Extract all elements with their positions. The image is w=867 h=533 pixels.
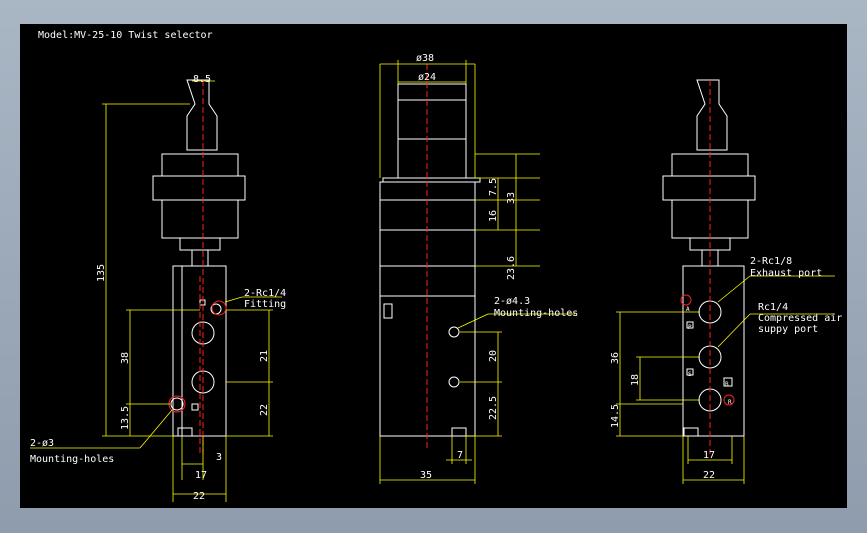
knob-stem: [186, 79, 218, 151]
tag-a: A: [686, 306, 690, 313]
dim-18: 18: [630, 374, 641, 386]
dim-22: 22: [193, 491, 205, 502]
cad-viewport[interactable]: Model:MV-25-10 Twist selector 135 3: [20, 24, 847, 508]
dim-135: 135: [96, 264, 107, 282]
dim-13-5: 13.5: [120, 406, 131, 430]
dim-16: 16: [488, 210, 499, 222]
label-exhaust: 2-Rc1/8: [750, 256, 792, 267]
dim-17: 17: [195, 470, 207, 481]
dim-3: 3: [216, 452, 222, 463]
left-view: 135 38 13.5 21 22 3 17 22 8.5 2-Rc1/4 Fi…: [30, 74, 286, 502]
mounting-hole: [170, 397, 184, 411]
dim-17: 17: [703, 450, 715, 461]
dim-36: 36: [610, 352, 621, 364]
label-mounting-holes-sub: Mounting-holes: [494, 308, 578, 319]
dim-7: 7: [457, 450, 463, 461]
middle-view: ø38 ø24 7.5 33 16 23.6 20 22.5 7 35 2-ø4: [379, 53, 578, 484]
mounting-hole-upper: [448, 326, 460, 338]
label-mounting-holes: 2-ø4.3: [494, 296, 530, 307]
label-supply: Rc1/4: [758, 302, 788, 313]
dim-dia-24: ø24: [418, 72, 436, 83]
right-view: A P S B R 36 18 14.5 17 22 2-Rc1/8 Exhau…: [610, 79, 842, 484]
label-supply-sub1: Compressed air: [758, 313, 842, 324]
dim-22-vertical: 22: [259, 404, 270, 416]
tag-p: P: [688, 324, 692, 331]
label-port: 2-Rc1/4: [244, 288, 286, 299]
label-mounting-holes-sub: Mounting-holes: [30, 454, 114, 465]
drawing-canvas: Model:MV-25-10 Twist selector 135 3: [30, 30, 842, 502]
tag-r: R: [728, 399, 732, 406]
valve-body: [172, 265, 227, 437]
label-fitting: Fitting: [244, 299, 286, 310]
tag-b: B: [725, 381, 729, 388]
dim-20: 20: [488, 350, 499, 362]
label-exhaust-sub: Exhaust port: [750, 268, 822, 279]
label-supply-sub2: suppy port: [758, 324, 818, 335]
valve-body: [682, 265, 745, 437]
dim-23-6: 23.6: [506, 256, 517, 280]
label-mounting-holes: 2-ø3: [30, 438, 54, 449]
dim-21: 21: [259, 350, 270, 362]
dim-33: 33: [506, 192, 517, 204]
dim-8-5: 8.5: [193, 74, 211, 85]
tag-s: S: [688, 371, 692, 378]
knob-top: [397, 83, 467, 179]
dim-14-5: 14.5: [610, 404, 621, 428]
drawing-title: Model:MV-25-10 Twist selector: [38, 30, 213, 41]
dim-7-5: 7.5: [488, 178, 499, 196]
dim-22-5: 22.5: [488, 396, 499, 420]
dim-38: 38: [120, 352, 131, 364]
dim-dia-38: ø38: [416, 53, 434, 64]
mounting-hole-lower: [448, 376, 460, 388]
dim-22: 22: [703, 470, 715, 481]
knob-body: [662, 153, 756, 239]
dim-35: 35: [420, 470, 432, 481]
knob-body: [152, 153, 246, 239]
